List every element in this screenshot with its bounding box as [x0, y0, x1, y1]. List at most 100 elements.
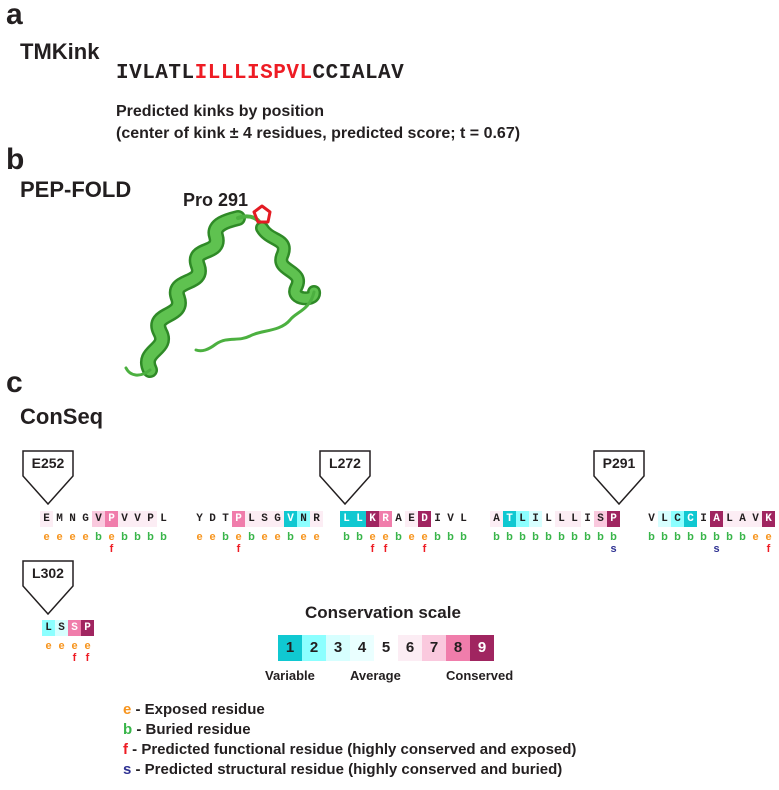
residue-cell: L	[568, 511, 581, 527]
exposure-label: e	[313, 531, 320, 543]
function-label: s	[610, 543, 617, 555]
function-label: s	[713, 543, 720, 555]
exposure-label: b	[160, 531, 167, 543]
c-terminal-coil	[194, 290, 316, 353]
function-label	[353, 543, 366, 555]
legend-functional: f - Predicted functional residue (highly…	[123, 740, 576, 760]
legend-text-functional: - Predicted functional residue (highly c…	[128, 741, 577, 758]
residue-cell: L	[353, 511, 366, 527]
exposure-label: b	[687, 531, 694, 543]
exposure-label: b	[395, 531, 402, 543]
legend-symbol-e: e	[123, 701, 132, 718]
function-label	[131, 543, 144, 555]
function-label	[490, 543, 503, 555]
function-label	[53, 543, 66, 555]
marker-label-p291: P291	[602, 455, 636, 471]
function-label	[516, 543, 529, 555]
exposure-label: b	[661, 531, 668, 543]
exposure-label: e	[382, 531, 389, 543]
function-label: f	[422, 543, 427, 555]
function-label	[568, 543, 581, 555]
scale-label-conserved: Conserved	[446, 668, 514, 683]
function-label	[92, 543, 105, 555]
scale-box-7: 7	[422, 635, 446, 661]
residue-cell: N	[66, 511, 79, 527]
marker-p291: P291	[593, 450, 645, 506]
exposure-label: b	[506, 531, 513, 543]
exposure-label: b	[460, 531, 467, 543]
function-label	[157, 543, 170, 555]
function-label	[645, 543, 658, 555]
function-label	[42, 652, 55, 664]
function-label	[503, 543, 516, 555]
scale-box-6: 6	[398, 635, 422, 661]
function-row: f	[40, 543, 170, 555]
function-label	[542, 543, 555, 555]
exposure-label: e	[408, 531, 415, 543]
exposure-label: b	[739, 531, 746, 543]
legend-structural: s - Predicted structural residue (highly…	[123, 760, 576, 780]
residue-cell: G	[79, 511, 92, 527]
kink-description-line2: (center of kink ± 4 residues, predicted …	[116, 125, 521, 142]
legend: e - Exposed residue b - Buried residue f…	[123, 700, 576, 780]
marker-l302: L302	[22, 560, 74, 616]
residue-cell: L	[42, 620, 55, 636]
exposure-label: e	[84, 640, 91, 652]
residue-cell: K	[762, 511, 775, 527]
function-label	[284, 543, 297, 555]
residue-cell: V	[645, 511, 658, 527]
exposure-label: e	[261, 531, 268, 543]
marker-l272: L272	[319, 450, 371, 506]
function-label	[529, 543, 542, 555]
function-label	[658, 543, 671, 555]
function-label: f	[370, 543, 375, 555]
legend-buried: b - Buried residue	[123, 720, 576, 740]
residue-cell: L	[340, 511, 353, 527]
exposure-label: b	[700, 531, 707, 543]
residue-cell: M	[53, 511, 66, 527]
exposure-label: b	[222, 531, 229, 543]
exposure-label: b	[287, 531, 294, 543]
residue-cell: T	[503, 511, 516, 527]
exposure-label: b	[434, 531, 441, 543]
panel-c-letter: c	[6, 366, 23, 399]
function-row: f	[193, 543, 323, 555]
exposure-label: b	[447, 531, 454, 543]
function-label: f	[72, 652, 77, 664]
exposure-label: b	[95, 531, 102, 543]
scale-box-2: 2	[302, 635, 326, 661]
residue-cell: L	[516, 511, 529, 527]
peptide-structure-diagram	[124, 204, 321, 378]
exposure-label: e	[369, 531, 376, 543]
residue-cell: L	[658, 511, 671, 527]
exposure-label: e	[45, 640, 52, 652]
function-label	[697, 543, 710, 555]
scale-box-8: 8	[446, 635, 470, 661]
residue-cell: I	[529, 511, 542, 527]
sequence-prefix: IVLATL	[116, 62, 195, 85]
residue-cell: R	[379, 511, 392, 527]
exposure-label: e	[58, 640, 65, 652]
residue-cell: A	[392, 511, 405, 527]
residue-cell: V	[92, 511, 105, 527]
residue-cell: P	[81, 620, 94, 636]
residue-cell: S	[55, 620, 68, 636]
function-label	[431, 543, 444, 555]
scale-box-3: 3	[326, 635, 350, 661]
legend-symbol-b: b	[123, 721, 133, 738]
exposure-label: b	[493, 531, 500, 543]
exposure-label: b	[248, 531, 255, 543]
function-row: s	[490, 543, 620, 555]
residue-cell: K	[366, 511, 379, 527]
residue-cell: C	[671, 511, 684, 527]
residue-cell: S	[258, 511, 271, 527]
